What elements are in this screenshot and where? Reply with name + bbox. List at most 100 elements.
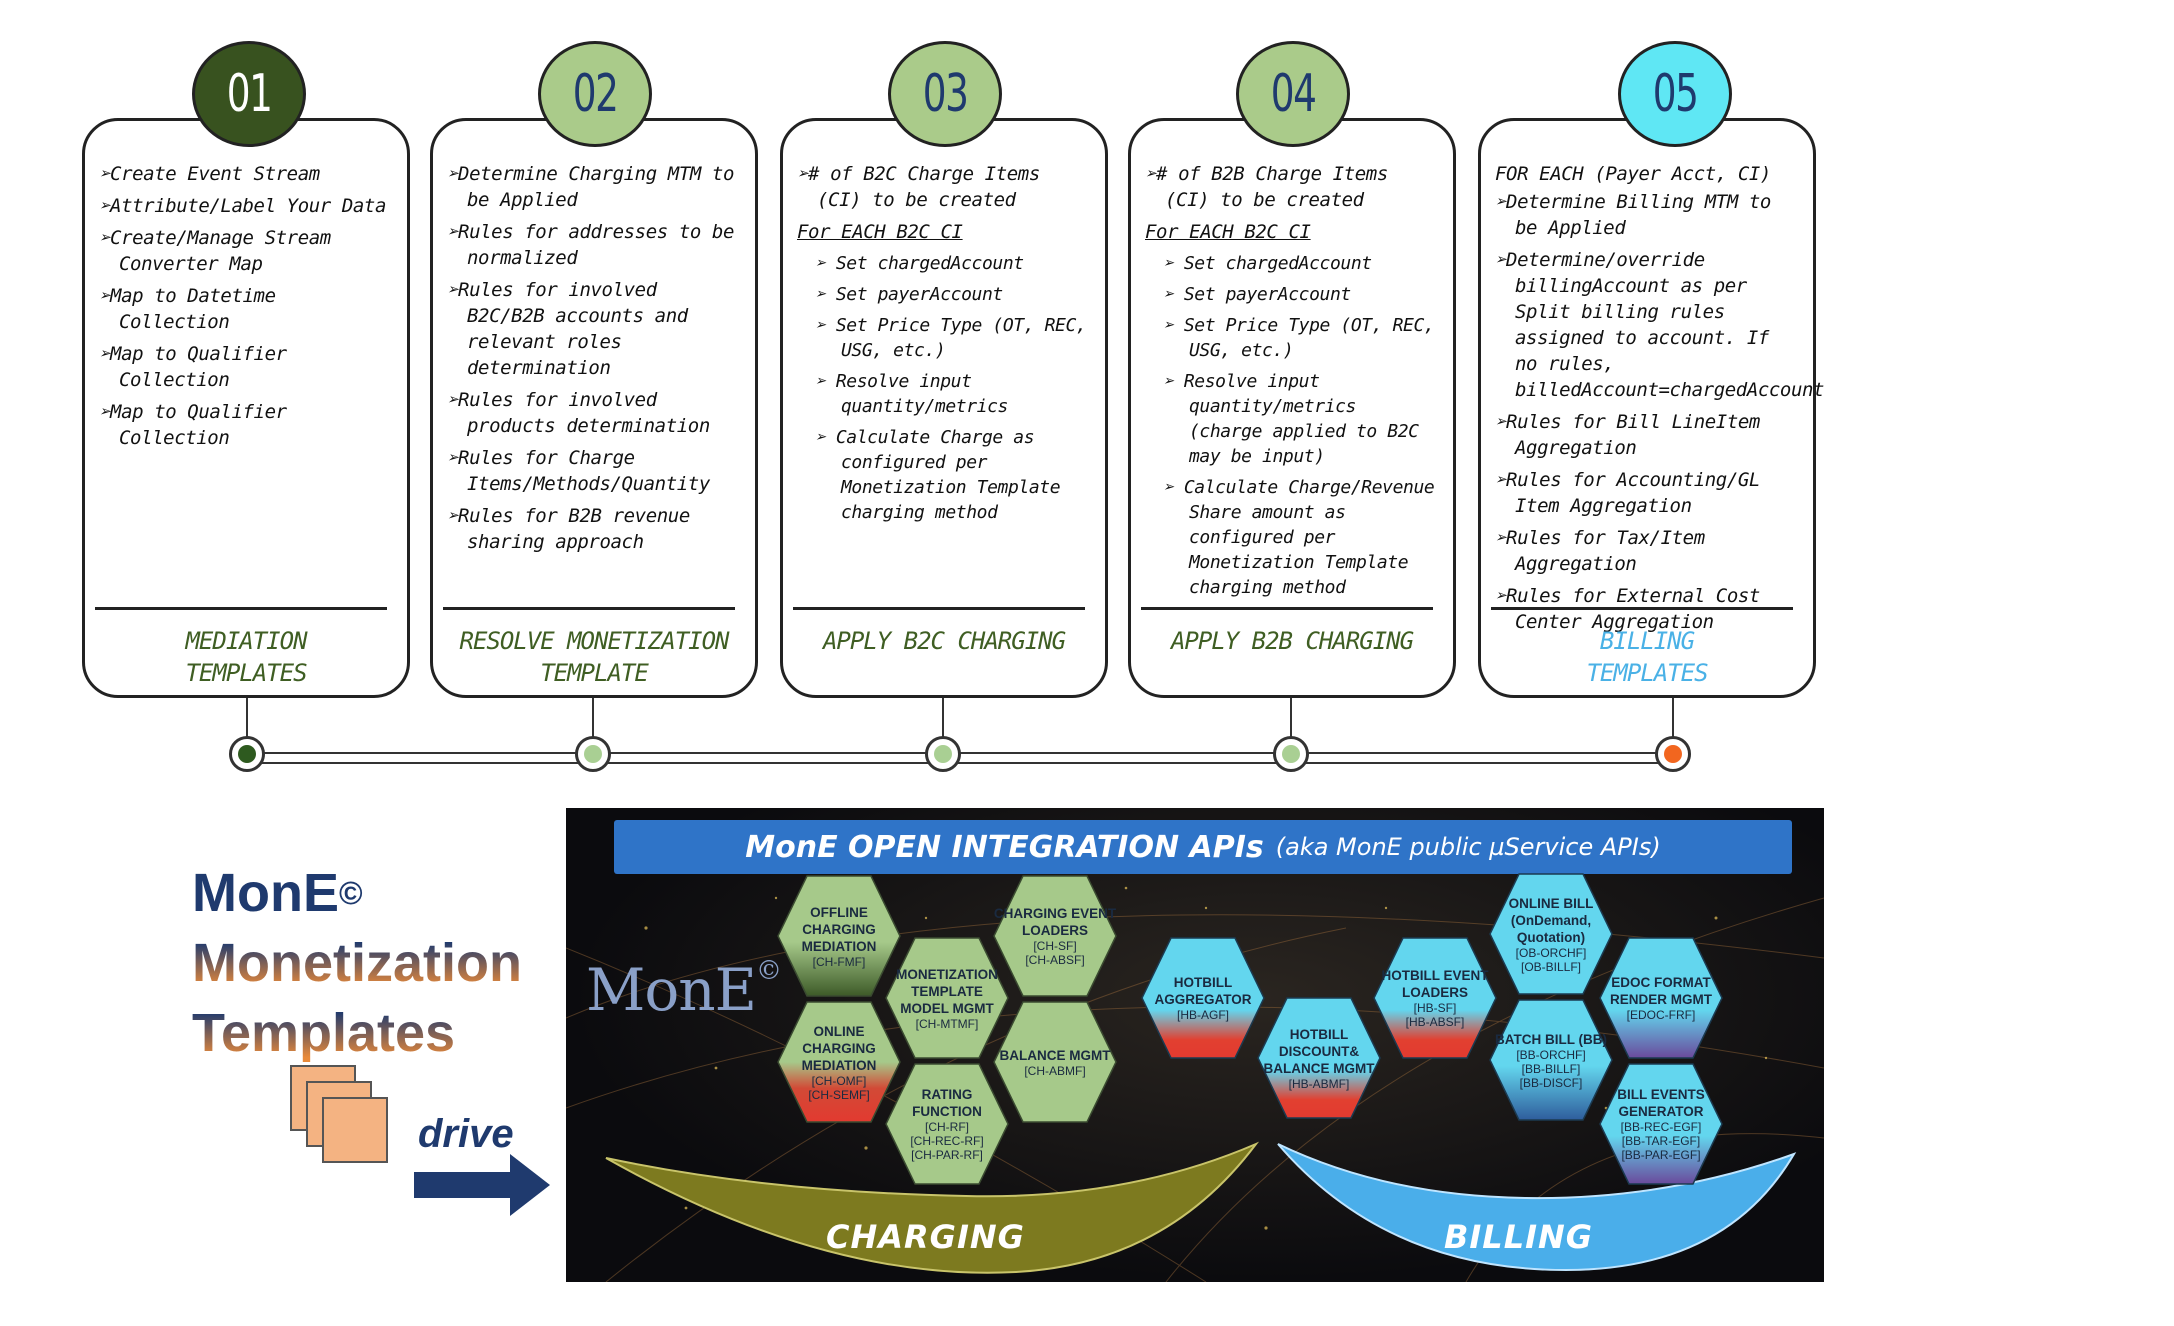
step-05-divider xyxy=(1491,607,1793,610)
step-04-line: ➢ Resolve input quantity/metrics (charge… xyxy=(1163,371,1419,467)
mone-title: MonE© Monetization Templates xyxy=(192,858,522,1068)
hex-rating-function-title: RATING xyxy=(921,1087,973,1102)
hex-batch-bill-code: [BB-ORCHF] xyxy=(1516,1047,1586,1062)
banner-aka: (aka MonE public µService APIs) xyxy=(1275,833,1661,861)
hex-batch-bill-code: [BB-BILLF] xyxy=(1521,1061,1581,1076)
step-01-body: ➢Create Event Stream➢Attribute/Label You… xyxy=(99,161,393,457)
timeline-dot-01 xyxy=(238,745,256,763)
step-04-label: APPLY B2B CHARGING xyxy=(1131,625,1453,657)
step-03-line: ➢ Set chargedAccount xyxy=(815,253,1024,274)
hex-charging-event-loaders-shape xyxy=(993,875,1117,997)
hex-hotbill-discount-title: HOTBILL xyxy=(1289,1026,1349,1042)
step-05-line: ➢Rules for Bill LineItem Aggregation xyxy=(1495,411,1760,459)
step-03-divider xyxy=(793,607,1085,610)
step-03-line: ➢# of B2C Charge Items (CI) to be create… xyxy=(797,163,1040,211)
hex-hotbill-event-loaders-code: [HB-ABSF] xyxy=(1405,1015,1465,1029)
hex-charging-event-loaders-code: [CH-ABSF] xyxy=(1025,953,1085,967)
step-03-label-line: APPLY B2C CHARGING xyxy=(822,627,1066,655)
timeline-stem-04 xyxy=(1290,698,1292,738)
step-03-label: APPLY B2C CHARGING xyxy=(783,625,1105,657)
step-05-line: ➢Determine/override billingAccount as pe… xyxy=(1495,249,1825,401)
hex-balance-mgmt-title: BALANCE MGMT xyxy=(999,1047,1111,1063)
step-03-circle: 03 xyxy=(888,41,1002,147)
title-line-2: Monetization xyxy=(192,928,522,998)
hex-monetization-template-code: [CH-MTMF] xyxy=(915,1016,979,1031)
hex-balance-mgmt-code: [CH-ABMF] xyxy=(1024,1063,1086,1078)
hex-online-bill-code: [OB-BILLF] xyxy=(1520,959,1582,974)
step-04-divider xyxy=(1141,607,1433,610)
hex-online-charging-title: ONLINE CHARGING xyxy=(802,1023,876,1056)
hex-monetization-template-shape xyxy=(885,937,1009,1059)
hex-bill-events-generator-title: BILL EVENTS xyxy=(1617,1087,1705,1102)
hex-charging-event-loaders-code: [CH-SF] xyxy=(1033,939,1077,953)
step-04-label-line: APPLY B2B CHARGING xyxy=(1170,627,1414,655)
hex-hotbill-event-loaders-code: [HB-SF] xyxy=(1413,1001,1457,1015)
hex-balance-mgmt: BALANCE MGMT[CH-ABMF] xyxy=(992,1000,1118,1124)
hex-charging-event-loaders-title: CHARGING EVENT xyxy=(993,906,1117,921)
step-card-04: ➢# of B2B Charge Items (CI) to be create… xyxy=(1128,118,1456,698)
step-04-line: For EACH B2C CI xyxy=(1145,221,1311,243)
hex-edoc-format-title: EDOC FORMAT xyxy=(1611,975,1711,990)
step-03-line: ➢ Set payerAccount xyxy=(815,284,1003,305)
hex-balance-mgmt-text: BALANCE MGMT[CH-ABMF] xyxy=(992,1000,1118,1124)
hex-hotbill-discount-shape xyxy=(1257,997,1381,1119)
timeline-dot-03 xyxy=(934,745,952,763)
step-02-line: ➢Rules for B2B revenue sharing approach xyxy=(447,505,690,553)
document-icon-3 xyxy=(322,1097,388,1163)
hex-online-bill-shape xyxy=(1489,873,1613,995)
step-03-line: ➢ Resolve input quantity/metrics xyxy=(815,371,1008,417)
timeline-stem-02 xyxy=(592,698,594,738)
step-05-line: ➢Rules for External Cost Center Aggregat… xyxy=(1495,585,1760,633)
step-02-line: ➢Determine Charging MTM to be Applied xyxy=(447,163,735,211)
step-04-body: ➢# of B2B Charge Items (CI) to be create… xyxy=(1145,161,1439,606)
hex-bill-events-generator-shape xyxy=(1599,1063,1723,1185)
hex-hotbill-aggregator-shape xyxy=(1141,937,1265,1059)
hex-bill-events-generator-code: [BB-REC-EGF] xyxy=(1620,1120,1702,1134)
hex-rating-function-code: [CH-RF] xyxy=(925,1120,969,1134)
hex-offline-charging-title: MEDIATION xyxy=(801,938,877,954)
step-01-line: ➢Map to Datetime Collection xyxy=(99,285,276,333)
drive-arrow-icon xyxy=(414,1154,550,1216)
hex-offline-charging-title: OFFLINE CHARGING xyxy=(802,904,876,937)
timeline-dot-05 xyxy=(1664,745,1682,763)
api-banner: MonE OPEN INTEGRATION APIs (aka MonE pub… xyxy=(614,820,1792,874)
step-card-02: ➢Determine Charging MTM to be Applied ➢Ru… xyxy=(430,118,758,698)
hex-hotbill-aggregator-title: AGGREGATOR xyxy=(1154,992,1252,1007)
mone-logo-text: MonE xyxy=(586,956,757,1024)
timeline-node-02 xyxy=(575,736,611,772)
timeline-node-05 xyxy=(1655,736,1691,772)
timeline-node-01 xyxy=(229,736,265,772)
timeline-stem-03 xyxy=(942,698,944,738)
hex-hotbill-event-loaders-title: HOTBILL EVENT xyxy=(1381,968,1489,983)
step-01-line: ➢Create/Manage Stream Converter Map xyxy=(99,227,331,275)
step-05-body: FOR EACH (Payer Acct, CI)➢Determine Bill… xyxy=(1495,161,1825,641)
step-05-line: ➢Rules for Tax/Item Aggregation xyxy=(1495,527,1705,575)
step-02-number: 02 xyxy=(572,64,619,124)
hex-monetization-template-title: MODEL MGMT xyxy=(900,1000,994,1016)
timeline-dot-02 xyxy=(584,745,602,763)
step-05-label-line: BILLING xyxy=(1599,627,1695,655)
step-card-03: ➢# of B2C Charge Items (CI) to be create… xyxy=(780,118,1108,698)
step-03-line: ➢ Set Price Type (OT, REC, USG, etc.) xyxy=(815,315,1087,361)
hex-balance-mgmt-shape xyxy=(993,1001,1117,1123)
title-mone: MonE xyxy=(192,863,339,923)
step-04-line: ➢ Set payerAccount xyxy=(1163,284,1351,305)
timeline-node-03 xyxy=(925,736,961,772)
step-04-line: ➢ Calculate Charge/Revenue Share amount … xyxy=(1163,477,1435,598)
hex-hotbill-aggregator-code: [HB-AGF] xyxy=(1176,1008,1229,1022)
step-01-line: ➢Attribute/Label Your Data xyxy=(99,195,387,217)
charging-bowl xyxy=(605,1141,1797,1274)
timeline-stem-05 xyxy=(1672,698,1674,738)
